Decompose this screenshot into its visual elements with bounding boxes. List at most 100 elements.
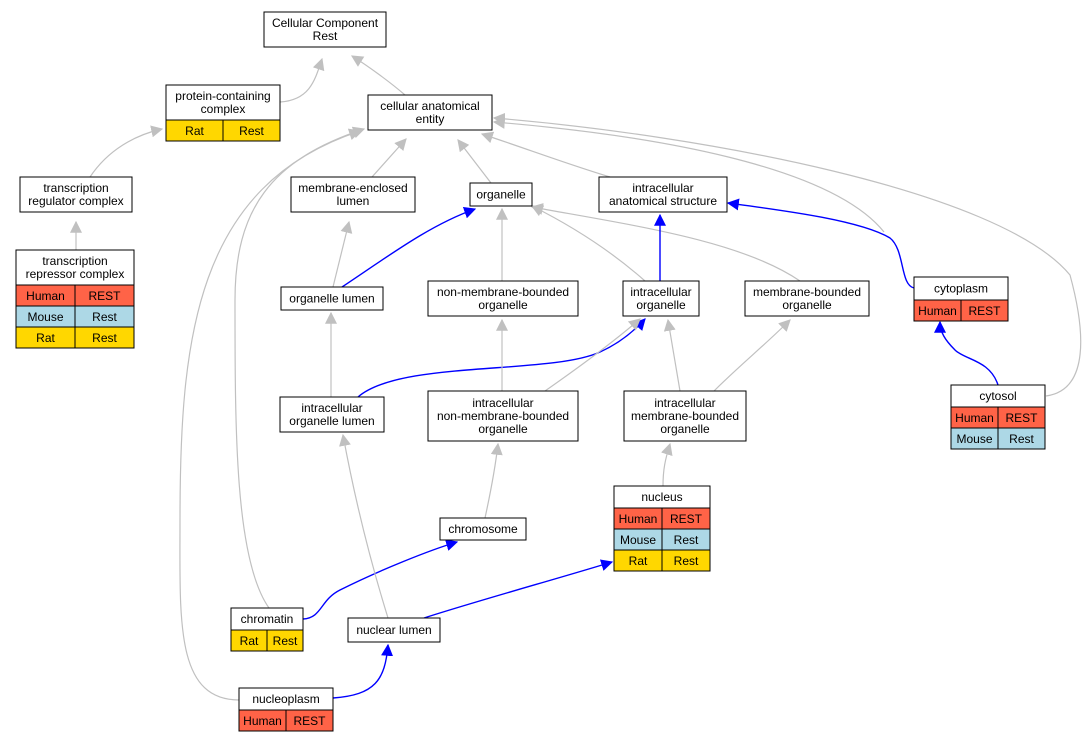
edge-transcription_reg-to-protein_complex <box>89 125 164 178</box>
species-tag-human <box>960 299 1009 322</box>
node-nuclear-lumen[interactable]: nuclear lumen <box>347 617 441 643</box>
species-tag-label: Rest <box>92 310 117 324</box>
node-box <box>263 11 387 48</box>
node-label-line: organelle <box>636 298 686 312</box>
node-box <box>427 280 579 317</box>
node-label-line: organelle lumen <box>289 292 374 306</box>
node-label-line: membrane-bounded <box>753 285 861 299</box>
node-box <box>469 182 533 207</box>
species-tag-label: Human <box>26 289 65 303</box>
edge-organelle_lumen-to-organelle <box>341 206 477 288</box>
node-label-line: organelle lumen <box>289 414 374 428</box>
node-box <box>280 286 384 311</box>
edge-nucleoplasm-to-nuclear_lumen <box>332 643 394 699</box>
species-tag-label: Mouse <box>956 432 992 446</box>
edge-chromatin-to-chromosome <box>302 539 459 620</box>
edge-cytoplasm-to-intracellular_anat <box>726 198 915 289</box>
node-label-line: cytosol <box>979 389 1016 403</box>
species-tag-label: Mouse <box>27 310 63 324</box>
node-label-line: non-membrane-bounded <box>437 285 569 299</box>
node-label-line: transcription <box>43 181 108 195</box>
edge-intracellular_anat-to-cae <box>480 131 611 178</box>
node-organelle-lumen[interactable]: organelle lumen <box>280 286 384 311</box>
node-label-line: organelle <box>476 188 526 202</box>
node-label-line: intracellular <box>630 285 691 299</box>
edge-intracellular_org-to-organelle <box>530 205 646 282</box>
node-label-line: cytoplasm <box>934 282 988 296</box>
edge-organelle_lumen-to-membrane_enclosed_lumen <box>332 220 353 288</box>
species-tag-label: Human <box>918 304 957 318</box>
node-intracellular-nmb-org[interactable]: intracellularnon-membrane-boundedorganel… <box>427 390 579 442</box>
node-label-line: nucleus <box>641 490 682 504</box>
node-box <box>290 176 416 213</box>
node-label-line: entity <box>416 112 445 126</box>
species-tag-rat <box>222 119 281 142</box>
species-tag-label: Rest <box>92 331 117 345</box>
edge-cytosol-to-cae <box>492 112 1082 397</box>
node-label-line: intracellular <box>301 401 362 415</box>
node-organelle[interactable]: organelle <box>469 182 533 207</box>
species-tag-rat <box>661 549 711 572</box>
species-tag-label: Rat <box>185 124 204 138</box>
edge-nucleus-to-intracellular_mb_org <box>661 442 673 487</box>
species-tag-label: Rat <box>240 634 259 648</box>
node-label-line: Rest <box>313 29 338 43</box>
species-tag-rat <box>74 326 135 349</box>
edge-membrane_bounded_org-to-organelle <box>530 203 801 282</box>
node-label-line: membrane-enclosed <box>298 181 407 195</box>
node-label-line: non-membrane-bounded <box>437 409 569 423</box>
node-box <box>439 517 527 541</box>
node-label-line: Cellular Component <box>272 16 379 30</box>
node-label-line: intracellular <box>472 396 533 410</box>
edge-cytosol-to-cytoplasm <box>934 320 999 386</box>
edge-protein_complex-to-cc_rest <box>279 57 325 103</box>
node-label-line: transcription <box>42 254 107 268</box>
node-label-line: intracellular <box>654 396 715 410</box>
species-tag-label: Human <box>955 411 994 425</box>
node-chromosome[interactable]: chromosome <box>439 517 527 541</box>
edge-organelle-to-cae <box>457 139 492 184</box>
species-tag-label: REST <box>1005 411 1038 425</box>
node-box <box>165 84 281 121</box>
species-tag-label: Rat <box>629 554 648 568</box>
node-label-line: protein-containing <box>175 89 270 103</box>
species-tag-label: Human <box>243 714 282 728</box>
species-tag-label: REST <box>88 289 121 303</box>
edge-intracellular_mb_org-to-membrane_bounded_org <box>713 319 791 392</box>
edge-intracellular_nmb_org-to-intracellular_org <box>544 318 641 392</box>
species-tag-label: REST <box>670 512 703 526</box>
node-label-line: nuclear lumen <box>356 623 431 637</box>
edge-chromatin-to-cae <box>234 126 366 609</box>
species-tag-label: Rest <box>674 554 699 568</box>
node-label-line: nucleoplasm <box>252 692 319 706</box>
node-label-line: complex <box>201 102 246 116</box>
edge-cae-to-cc_rest <box>350 55 406 96</box>
node-label-line: membrane-bounded <box>631 409 739 423</box>
node-box <box>623 390 747 442</box>
edge-intracellular_org_lumen-to-intracellular_org <box>357 318 646 398</box>
node-box <box>15 249 135 286</box>
edge-nuclear_lumen-to-intracellular_org_lumen <box>339 433 389 619</box>
edge-cytoplasm-to-cae <box>492 116 885 233</box>
species-tag-label: Rest <box>239 124 264 138</box>
nodes-layer: Cellular ComponentRestprotein-containing… <box>15 11 1046 732</box>
node-label-line: anatomical structure <box>609 194 717 208</box>
